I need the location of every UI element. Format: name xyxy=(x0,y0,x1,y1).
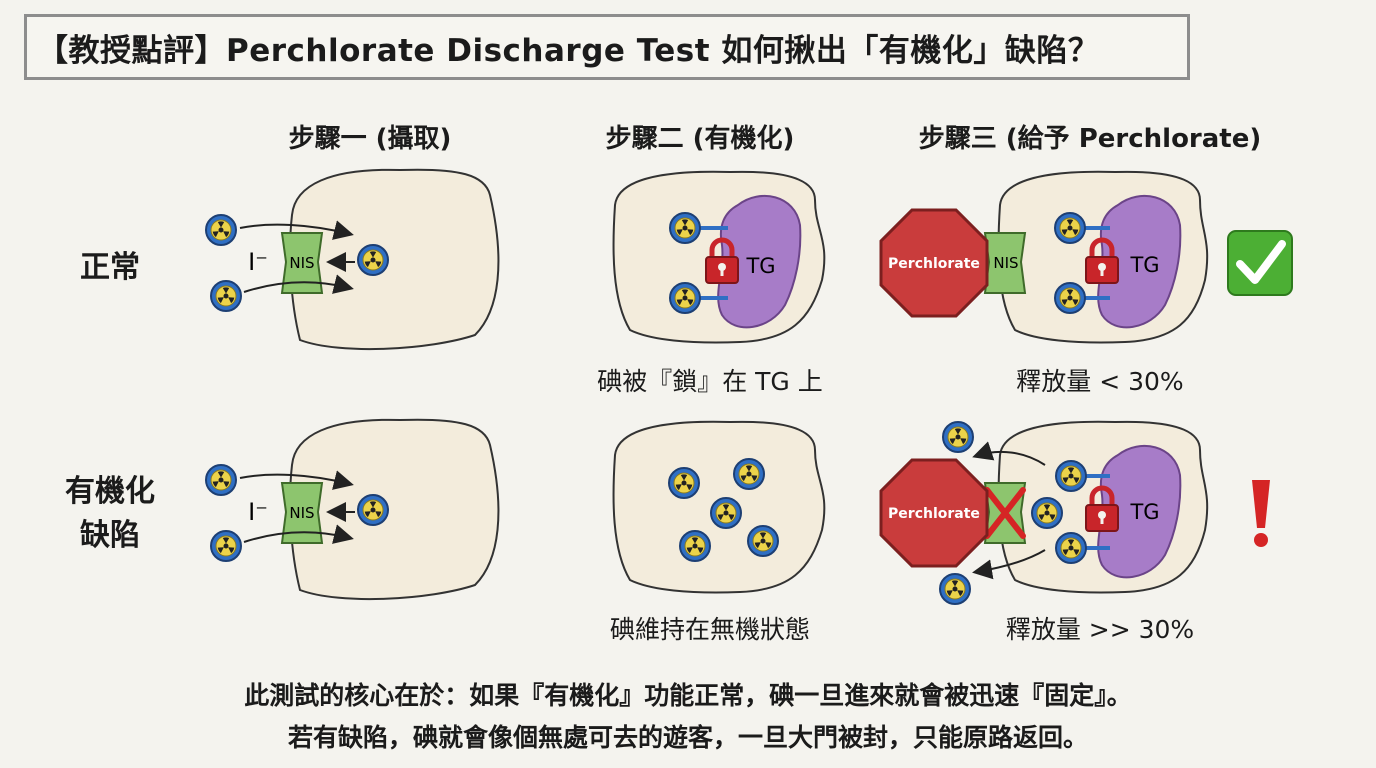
uptake-arrow xyxy=(243,274,354,294)
iodine-atom-icon xyxy=(357,244,389,276)
iodine-atom-icon xyxy=(205,214,237,246)
iodine-atom-icon xyxy=(669,282,701,314)
iodine-atom-icon xyxy=(1055,532,1087,564)
footer-line-2: 若有缺陷，碘就會像個無處可去的遊客，一旦大門被封，只能原路返回。 xyxy=(287,723,1088,752)
nis-transporter xyxy=(280,482,324,544)
tg-protein xyxy=(1097,445,1182,579)
cell-membrane xyxy=(289,418,500,601)
uptake-arrow xyxy=(239,470,354,490)
iodine-atom-icon xyxy=(1055,460,1087,492)
uptake-arrow xyxy=(239,220,354,240)
iodine-atom-icon xyxy=(205,464,237,496)
cell-normal-organification: TG xyxy=(612,170,826,344)
row-label-normal: 正常 xyxy=(80,250,140,285)
iodide-label: I⁻ xyxy=(248,248,268,276)
iodine-atom-icon xyxy=(357,494,389,526)
iodine-atom-icon xyxy=(733,458,765,490)
row-label-defect: 有機化 缺陷 xyxy=(50,470,170,558)
exclamation-icon xyxy=(1252,480,1270,547)
perchlorate-label: Perchlorate xyxy=(888,256,980,272)
iodine-atom-icon xyxy=(939,573,971,605)
column-header-step1: 步驟一 (攝取) xyxy=(288,124,452,154)
iodine-atom-icon xyxy=(669,212,701,244)
iodine-atom-icon xyxy=(942,421,974,453)
nis-label: NIS xyxy=(289,254,314,272)
perchlorate-label: Perchlorate xyxy=(888,506,980,522)
blocked-x-icon xyxy=(984,487,1026,539)
discharge-arrow xyxy=(972,549,1046,580)
tg-label: TG xyxy=(745,254,775,278)
caption-normal-step2: 碘被『鎖』在 TG 上 xyxy=(597,367,823,396)
discharge-arrow xyxy=(972,441,1046,466)
tg-label: TG xyxy=(1129,253,1159,277)
tg-protein xyxy=(717,195,802,329)
cell-membrane xyxy=(289,168,500,351)
nis-transporter xyxy=(280,232,324,294)
row-label-defect-line2: 缺陷 xyxy=(80,518,140,553)
caption-defect-step3: 釋放量 >> 30% xyxy=(1005,615,1195,644)
cell-normal-uptake: NIS I⁻ xyxy=(205,168,500,351)
page-title: 【教授點評】Perchlorate Discharge Test 如何揪出「有機… xyxy=(24,14,1190,80)
check-mark-icon xyxy=(1227,230,1293,296)
iodine-atom-icon xyxy=(668,467,700,499)
iodide-label: I⁻ xyxy=(248,498,268,526)
cell-defect-organification xyxy=(612,420,826,594)
column-header-step2: 步驟二 (有機化) xyxy=(605,124,795,154)
cell-defect-perchlorate: TG Perchlorate xyxy=(879,420,1209,605)
iodine-atom-icon xyxy=(1031,497,1063,529)
uptake-arrow xyxy=(243,524,354,544)
iodine-atom-icon xyxy=(1054,212,1086,244)
row-label-defect-line1: 有機化 xyxy=(65,474,155,509)
iodine-atom-icon xyxy=(747,525,779,557)
iodine-atom-icon xyxy=(1054,282,1086,314)
caption-normal-step3: 釋放量 < 30% xyxy=(1016,367,1184,396)
nis-label: NIS xyxy=(289,504,314,522)
caption-defect-step2: 碘維持在無機狀態 xyxy=(609,615,810,644)
iodine-atom-icon xyxy=(210,280,242,312)
perchlorate-stop-sign-icon xyxy=(879,458,989,568)
tg-label: TG xyxy=(1129,500,1159,524)
perchlorate-stop-sign-icon xyxy=(879,208,989,318)
column-header-step3: 步驟三 (給予 Perchlorate) xyxy=(918,124,1262,154)
cell-defect-uptake: NIS I⁻ xyxy=(205,418,500,601)
tg-protein xyxy=(1097,195,1182,329)
iodine-atom-icon xyxy=(210,530,242,562)
iodine-atom-icon xyxy=(710,497,742,529)
nis-transporter xyxy=(983,232,1027,294)
nis-label: NIS xyxy=(993,254,1018,272)
cell-normal-perchlorate: TG NIS Perchlorate xyxy=(879,170,1209,344)
footer-line-1: 此測試的核心在於：如果『有機化』功能正常，碘一旦進來就會被迅速『固定』。 xyxy=(244,681,1132,710)
iodine-atom-icon xyxy=(679,530,711,562)
